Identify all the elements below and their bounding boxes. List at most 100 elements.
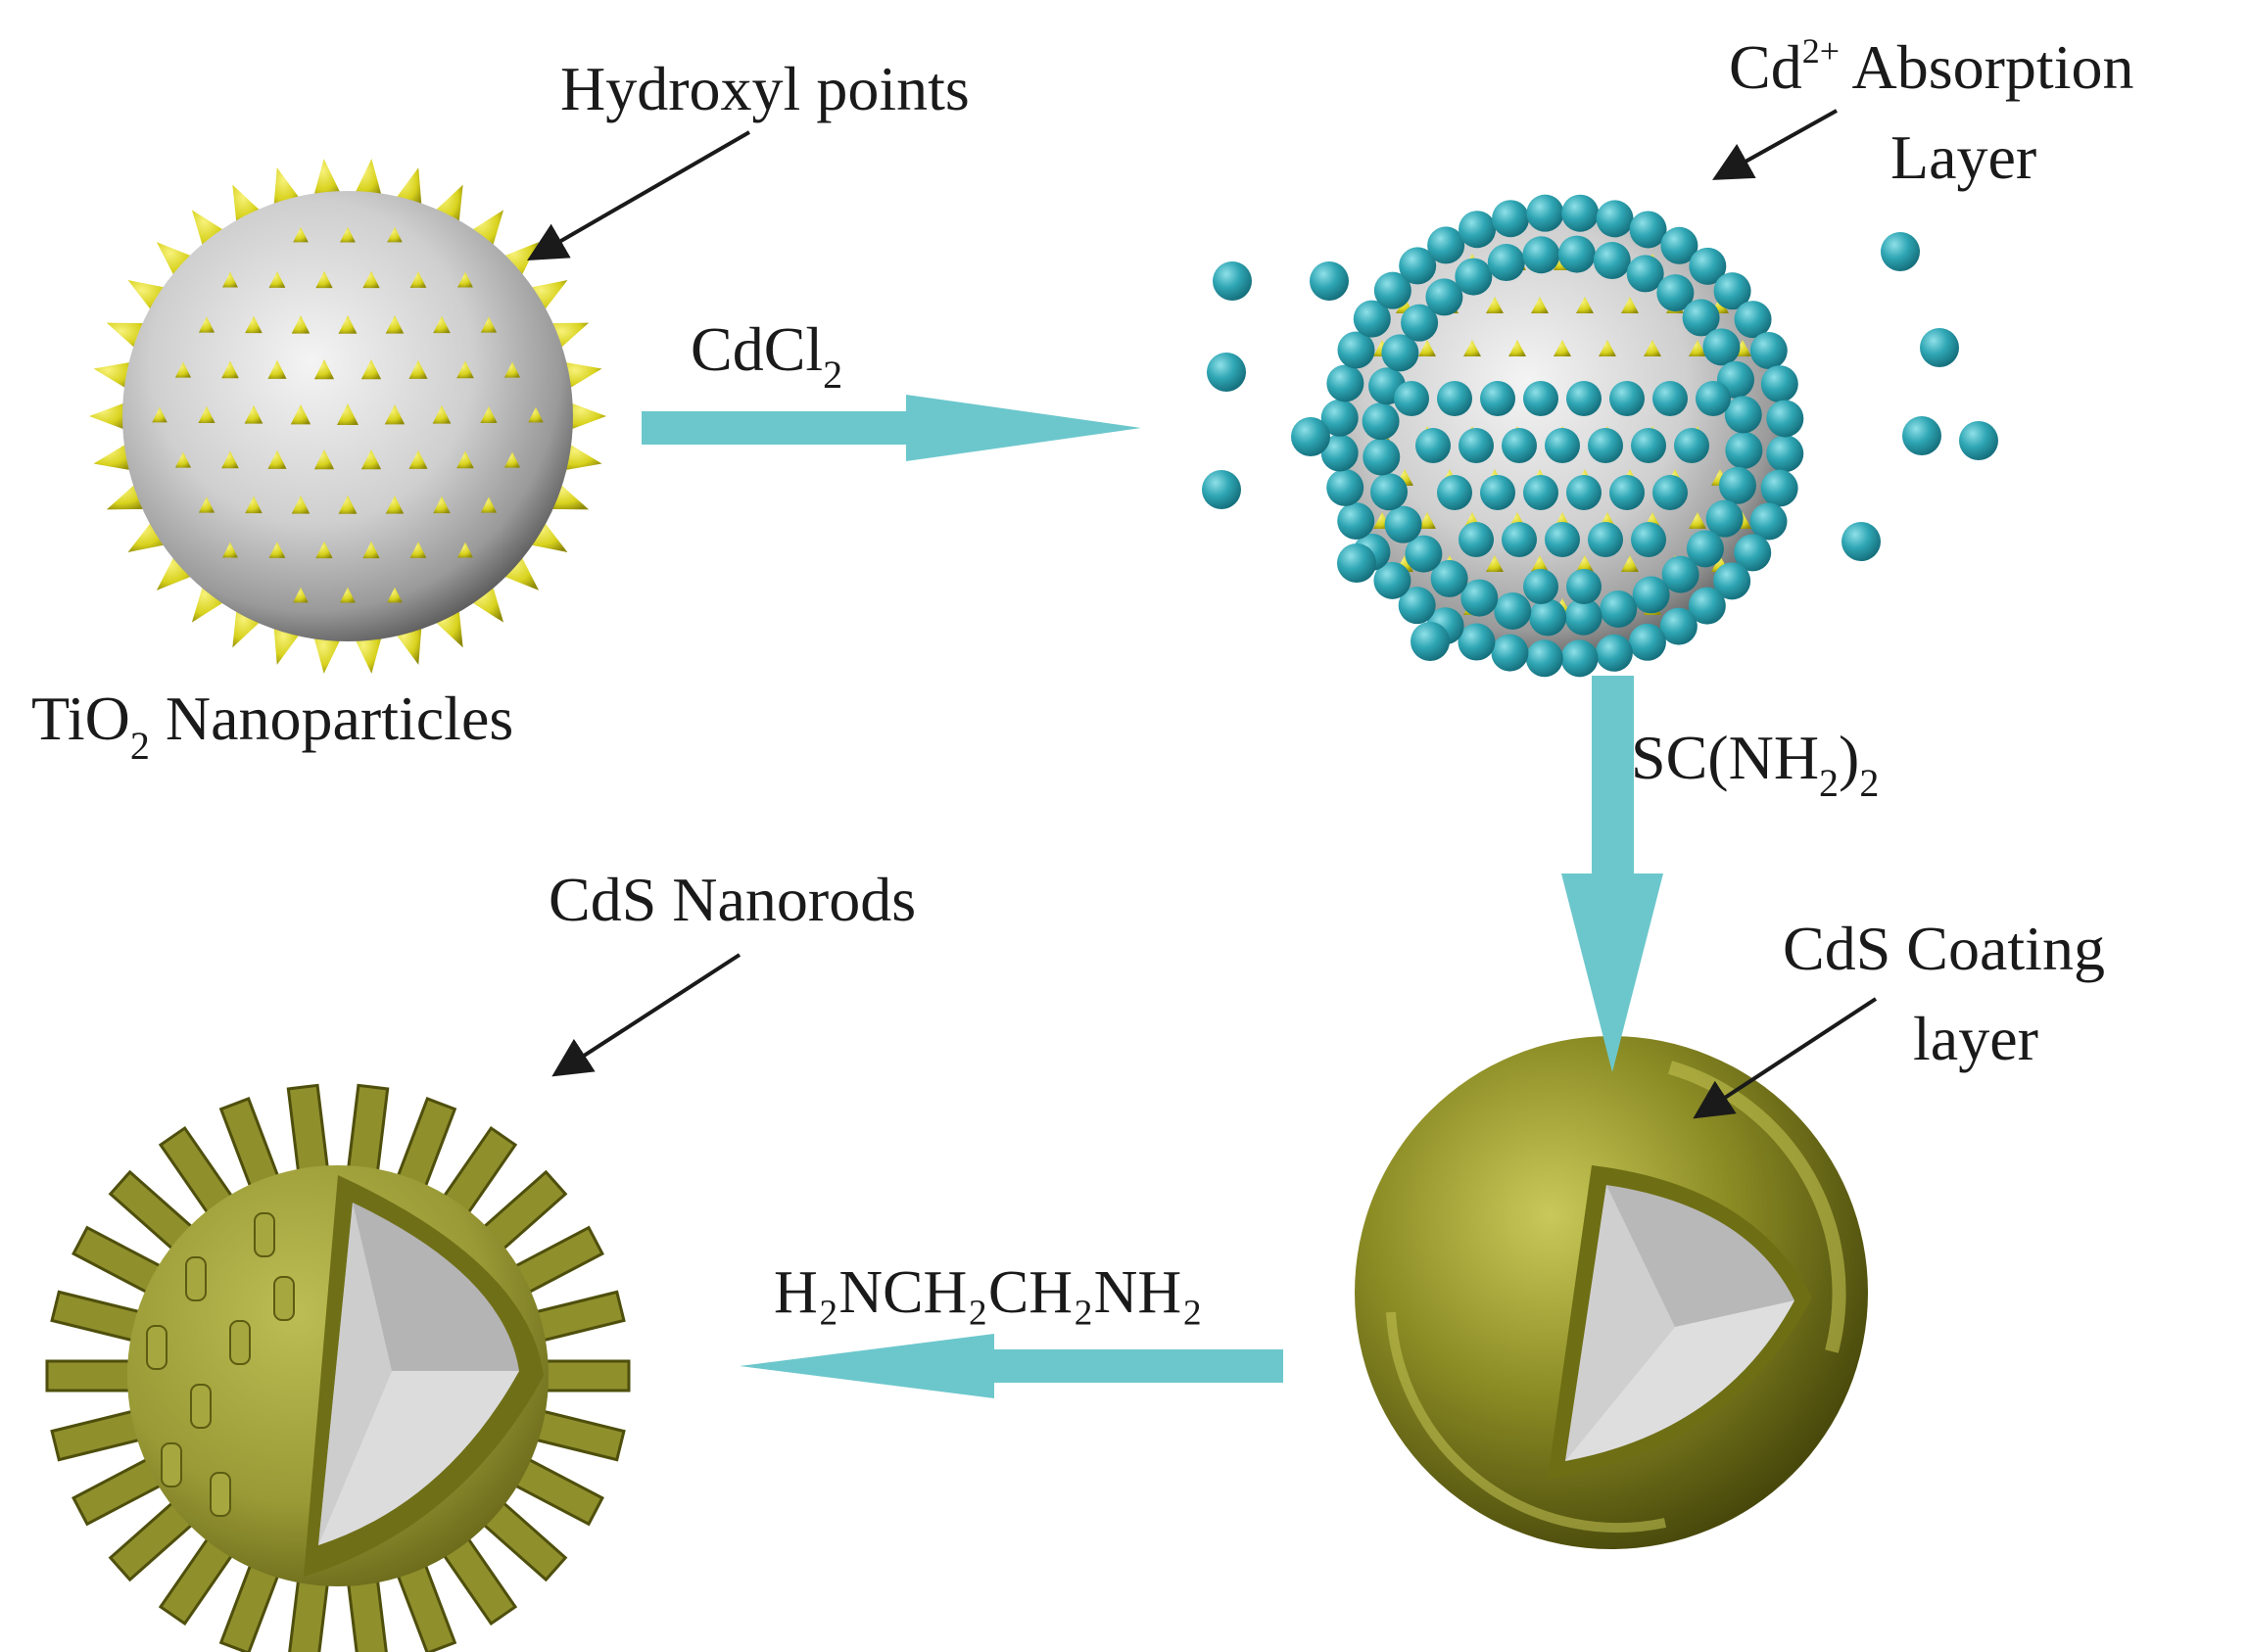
cd-ion (1381, 334, 1419, 372)
cd-ion (1459, 428, 1494, 463)
hydroxyl-point (385, 496, 405, 514)
cd-ion (1437, 475, 1472, 510)
cd-ion (1525, 639, 1563, 678)
hydroxyl-spike (353, 159, 383, 200)
hydroxyl-point (480, 405, 498, 424)
cd-ion (1459, 522, 1494, 557)
hydroxyl-point (221, 450, 239, 469)
hydroxyl-point (222, 271, 238, 288)
pointer-nanorods (551, 953, 741, 1077)
hydroxyl-point (362, 541, 380, 559)
cd-ion (1529, 598, 1567, 637)
cd-ion (1455, 258, 1493, 296)
hydroxyl-point (387, 226, 403, 243)
hydroxyl-point (1554, 340, 1571, 356)
cd-ion (1682, 299, 1720, 337)
hydroxyl-point (174, 451, 192, 468)
cd-ion (1291, 417, 1330, 456)
cd-ion (1425, 278, 1463, 316)
cd-ion (1373, 271, 1411, 309)
hydroxyl-point (267, 449, 287, 469)
cd-ion (1596, 200, 1634, 238)
cd-ion (1459, 211, 1497, 249)
hydroxyl-spike (156, 552, 196, 590)
cd-ion (1626, 255, 1664, 293)
cd-ion (1491, 634, 1529, 672)
hydroxyl-point (1599, 340, 1616, 356)
cd-ion (1689, 247, 1727, 285)
hydroxyl-spike (500, 552, 540, 590)
cd-ion (1405, 535, 1443, 573)
hydroxyl-point (1418, 512, 1436, 529)
hydroxyl-spike (560, 361, 602, 391)
tio2-nanoparticle-icon (89, 159, 606, 674)
cd-ion (1207, 353, 1246, 392)
cds-nanorod (286, 1083, 330, 1180)
hydroxyl-point (315, 270, 333, 289)
hydroxyl-point (291, 315, 311, 334)
hydroxyl-point (1689, 340, 1706, 356)
cd-ion (1766, 435, 1804, 473)
cds-nanorod-stub (273, 1276, 295, 1321)
cd-ion (1310, 261, 1349, 301)
label-cd-absorption: Cd2+ Absorption (1729, 31, 2133, 102)
cd-ion (1545, 522, 1580, 557)
cd-ion (1705, 499, 1744, 538)
hydroxyl-point (433, 315, 451, 334)
label-absorption-layer: Layer (1890, 122, 2036, 192)
hydroxyl-spike (93, 442, 135, 471)
arrow-cdcl2 (642, 395, 1141, 461)
hydroxyl-point (1576, 555, 1594, 572)
hydroxyl-point (408, 359, 428, 379)
hydroxyl-point (221, 360, 239, 379)
cd-ion (1595, 634, 1633, 672)
hydroxyl-spike (191, 582, 227, 623)
cd-ion (1749, 332, 1788, 370)
hydroxyl-point (198, 496, 215, 513)
cd-ion (1458, 623, 1496, 661)
hydroxyl-point (222, 542, 238, 558)
cd-ion (1920, 328, 1959, 367)
hydroxyl-point (360, 359, 382, 380)
cd-ion (1749, 502, 1788, 541)
cds-nanorod (346, 1083, 390, 1180)
label-cds-nanorods: CdS Nanorods (549, 865, 916, 934)
hydroxyl-point (1486, 297, 1504, 313)
hydroxyl-point (174, 361, 192, 378)
cd-ion (1686, 530, 1724, 568)
cd-ion (1734, 534, 1772, 572)
cd-ion (1202, 470, 1241, 509)
hydroxyl-point (385, 315, 405, 334)
cd-ion (1766, 400, 1804, 438)
hydroxyl-spike (191, 210, 227, 251)
cd-ion (1609, 381, 1645, 416)
cd-ion (1557, 235, 1596, 273)
cd-ion (1427, 226, 1465, 264)
cd-ion (1696, 381, 1731, 416)
hydroxyl-spike (567, 401, 606, 431)
cd-ion (1760, 469, 1798, 507)
hydroxyl-point (1531, 297, 1549, 313)
hydroxyl-point (1463, 340, 1481, 356)
cd-ion (1628, 623, 1666, 661)
cd-ion (1566, 381, 1602, 416)
cds-nanorod-stub (161, 1442, 182, 1487)
cds-nanorod-stub (229, 1320, 251, 1365)
cd-ion (1902, 416, 1941, 455)
cd-ion (1661, 555, 1699, 593)
cd-ion (1600, 590, 1638, 628)
cd-ion (1702, 328, 1741, 366)
hydroxyl-point (528, 406, 544, 423)
arrow-ethylenediamine (740, 1334, 1283, 1398)
cd-ion (1566, 475, 1602, 510)
cds-nanorod-stub (185, 1256, 207, 1301)
cd-ion (1353, 300, 1391, 338)
hydroxyl-point (360, 449, 382, 470)
label-coating-layer: layer (1913, 1004, 2038, 1073)
cd-ion (1725, 431, 1763, 469)
cd-ion (1494, 591, 1532, 630)
cd-ion (1609, 475, 1645, 510)
cd-ion (1415, 428, 1451, 463)
pointer-absorption (1712, 109, 1838, 180)
